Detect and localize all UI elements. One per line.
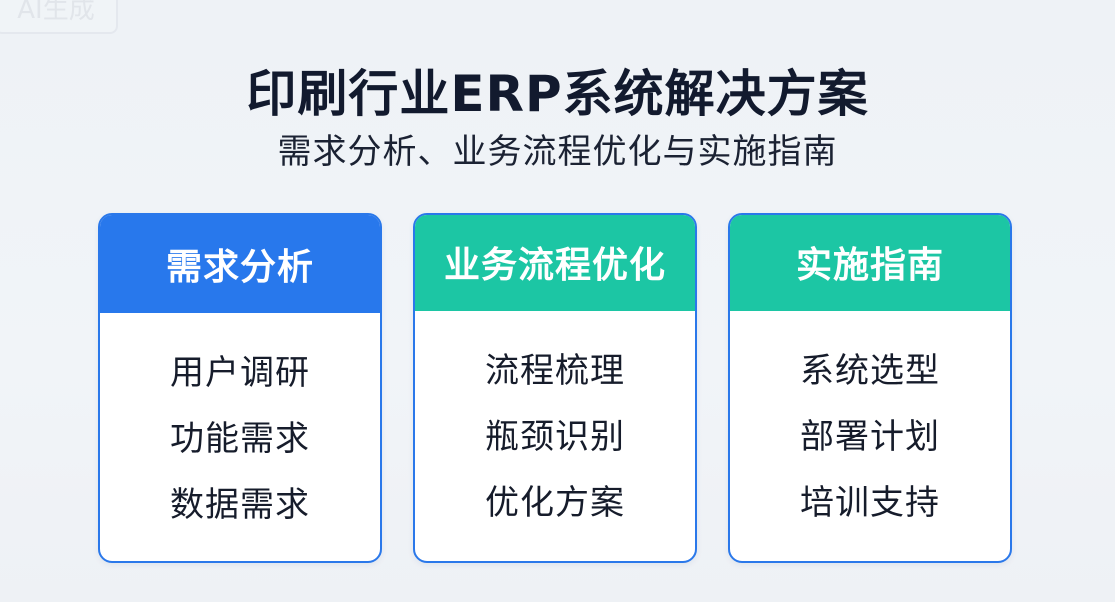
card-title: 业务流程优化: [415, 215, 695, 311]
card-title: 实施指南: [730, 215, 1010, 311]
card-body: 系统选型 部署计划 培训支持: [730, 311, 1010, 545]
list-item: 数据需求: [170, 485, 310, 525]
list-item: 部署计划: [800, 416, 940, 457]
card-body: 流程梳理 瓶颈识别 优化方案: [415, 311, 695, 545]
list-item: 流程梳理: [485, 350, 625, 391]
list-item: 瓶颈识别: [485, 416, 625, 457]
card-title: 需求分析: [100, 215, 380, 313]
card-body: 用户调研 功能需求 数据需求: [100, 313, 380, 547]
list-item: 功能需求: [170, 419, 310, 459]
list-item: 优化方案: [485, 482, 625, 523]
page-subtitle: 需求分析、业务流程优化与实施指南: [277, 132, 838, 172]
page-title: 印刷行业ERP系统解决方案: [246, 65, 869, 123]
list-item: 用户调研: [170, 353, 310, 393]
list-item: 培训支持: [800, 482, 940, 523]
card-process-optimization: 业务流程优化 流程梳理 瓶颈识别 优化方案: [413, 213, 697, 563]
ai-generated-badge: AI生成: [0, 0, 118, 34]
card-requirements-analysis: 需求分析 用户调研 功能需求 数据需求: [98, 213, 382, 563]
card-implementation-guide: 实施指南 系统选型 部署计划 培训支持: [728, 213, 1012, 563]
list-item: 系统选型: [800, 350, 940, 391]
